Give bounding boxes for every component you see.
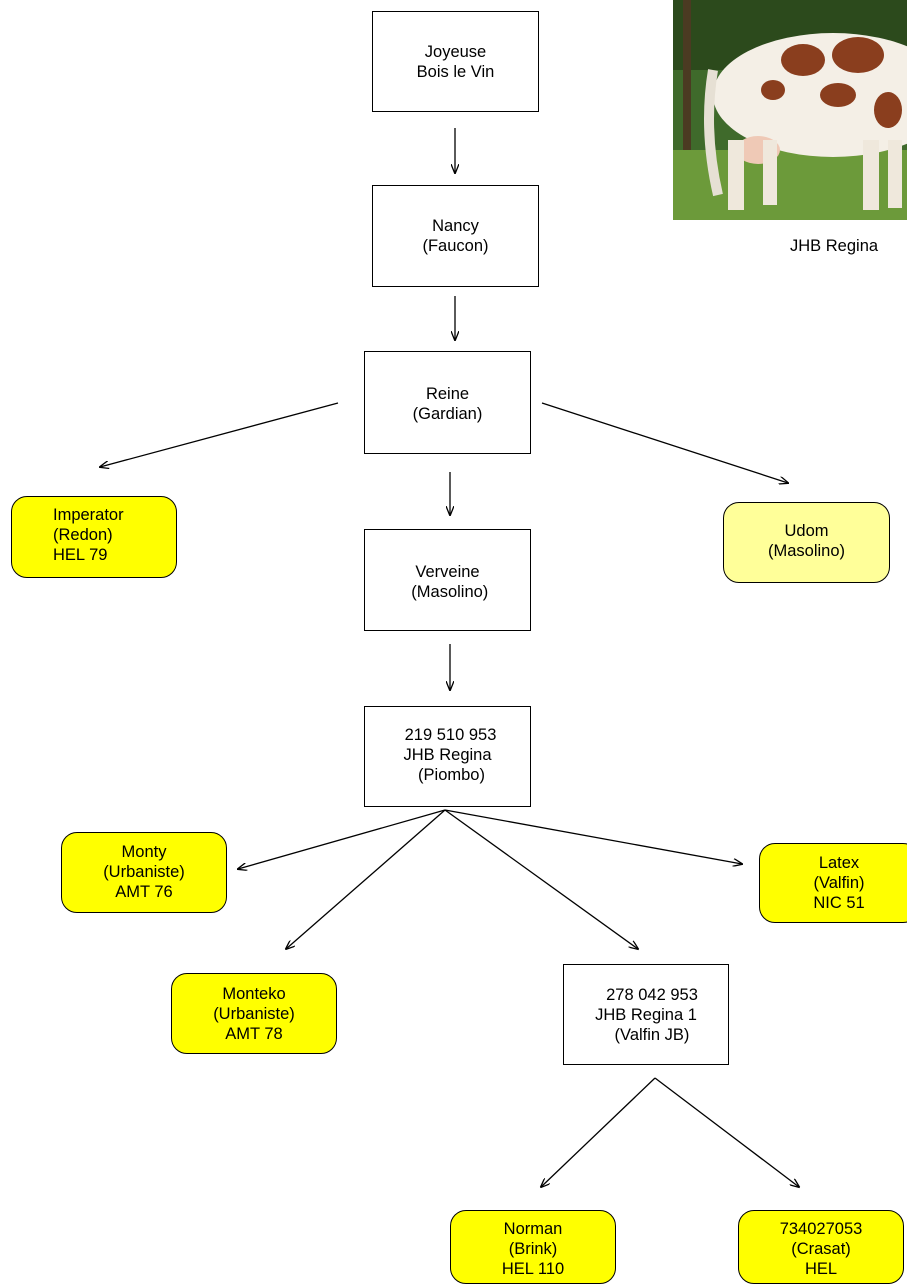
cow-photo: [673, 0, 907, 220]
node-line: Imperator: [53, 506, 124, 524]
node-line: AMT 78: [225, 1025, 283, 1043]
node-regina1: 278 042 953 JHB Regina 1 (Valfin JB): [563, 964, 729, 1065]
node-line: HEL 110: [501, 1260, 565, 1278]
node-verveine: Verveine (Masolino): [364, 529, 531, 631]
node-line: Verveine: [415, 563, 480, 581]
node-line: (Faucon): [422, 237, 489, 255]
node-line: 734027053: [779, 1220, 863, 1238]
node-line: (Redon): [53, 526, 113, 544]
node-monty: Monty (Urbaniste) AMT 76: [61, 832, 227, 913]
node-line: Monty: [121, 843, 167, 861]
node-line: (Urbaniste): [213, 1005, 295, 1023]
node-imperator: Imperator (Redon) HEL 79: [11, 496, 177, 578]
cow-image: [673, 0, 907, 220]
node-line: Norman: [503, 1220, 563, 1238]
arrow-regina1-crasat: [654, 1077, 799, 1187]
node-line: AMT 76: [115, 883, 173, 901]
node-line: JHB Regina: [403, 746, 492, 764]
arrow-regina-regina1: [444, 809, 638, 949]
arrow-regina-monty: [238, 809, 446, 869]
node-line: (Gardian): [412, 405, 483, 423]
arrow-reine-imperator: [100, 402, 339, 467]
node-line: (Masolino): [767, 542, 846, 560]
node-latex: Latex (Valfin) NIC 51: [759, 843, 907, 923]
node-line: HEL: [804, 1260, 838, 1278]
node-nancy: Nancy (Faucon): [372, 185, 539, 287]
arrow-reine-udom: [541, 402, 788, 483]
node-monteko: Monteko (Urbaniste) AMT 78: [171, 973, 337, 1054]
node-line: Reine: [425, 385, 470, 403]
arrow-regina-monteko: [286, 809, 446, 949]
node-line: Joyeuse: [424, 43, 487, 61]
node-line: 278 042 953: [606, 986, 698, 1004]
node-line: (Masolino): [406, 583, 489, 601]
node-regina: 219 510 953 JHB Regina (Piombo): [364, 706, 531, 807]
node-crasat: 734027053 (Crasat) HEL: [738, 1210, 904, 1284]
node-line: HEL 79: [53, 546, 108, 564]
node-line: Latex: [818, 854, 860, 872]
node-line: Bois le Vin: [416, 63, 495, 81]
node-line: (Crasat): [791, 1240, 851, 1258]
node-reine: Reine (Gardian): [364, 351, 531, 454]
node-line: (Brink): [508, 1240, 558, 1258]
node-line: (Valfin): [813, 874, 865, 892]
arrow-regina-latex: [444, 809, 742, 864]
node-line: Udom: [784, 522, 829, 540]
node-line: (Urbaniste): [103, 863, 185, 881]
node-line: 219 510 953: [404, 726, 497, 744]
photo-caption: JHB Regina: [790, 237, 879, 255]
node-line: (Piombo): [418, 766, 485, 784]
node-norman: Norman (Brink) HEL 110: [450, 1210, 616, 1284]
node-line: (Valfin JB): [614, 1026, 690, 1044]
node-line: NIC 51: [813, 894, 865, 912]
node-udom: Udom (Masolino): [723, 502, 890, 583]
node-line: JHB Regina 1: [595, 1006, 697, 1024]
arrow-regina1-norman: [541, 1077, 656, 1187]
node-line: Nancy: [432, 217, 479, 235]
node-line: Monteko: [222, 985, 286, 1003]
node-joyeuse: Joyeuse Bois le Vin: [372, 11, 539, 112]
